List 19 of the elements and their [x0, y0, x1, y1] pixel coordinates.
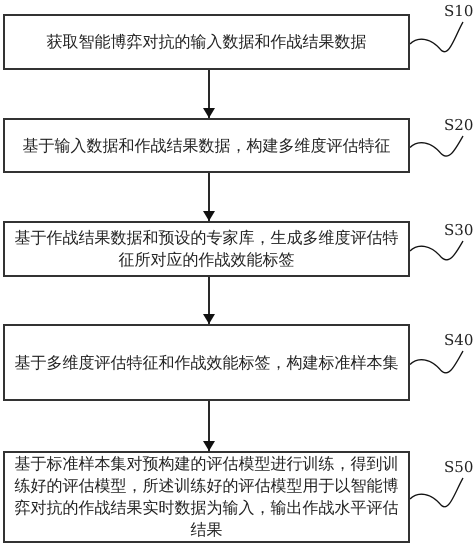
process-box: 基于标准样本集对预构建的评估模型进行训练，得到训练好的评估模型，所述训练好的评估模型用于以智能博弈对抗的作战结果实时数据为输入，输出作战水平评估结果	[3, 451, 410, 543]
step-label: S40	[444, 332, 474, 349]
leader-line	[410, 350, 464, 374]
arrow	[203, 70, 215, 118]
process-box: 基于多维度评估特征和作战效能标签，构建标准样本集	[3, 324, 410, 401]
leader-line	[410, 478, 464, 508]
arrow	[203, 173, 215, 221]
process-box: 基于输入数据和作战结果数据，构建多维度评估特征	[3, 118, 410, 173]
step-label: S30	[444, 222, 474, 239]
step-label: S20	[444, 117, 474, 134]
process-box: 获取智能博弈对抗的输入数据和作战结果数据	[3, 14, 410, 70]
arrow	[203, 277, 215, 324]
step-label: S50	[444, 459, 474, 476]
leader-line	[410, 22, 464, 52]
process-box: 基于作战结果数据和预设的专家库，生成多维度评估特征所对应的作战效能标签	[3, 221, 410, 277]
arrow	[203, 401, 215, 451]
leader-line	[410, 240, 464, 260]
step-label: S10	[444, 3, 474, 20]
leader-line	[410, 136, 464, 157]
